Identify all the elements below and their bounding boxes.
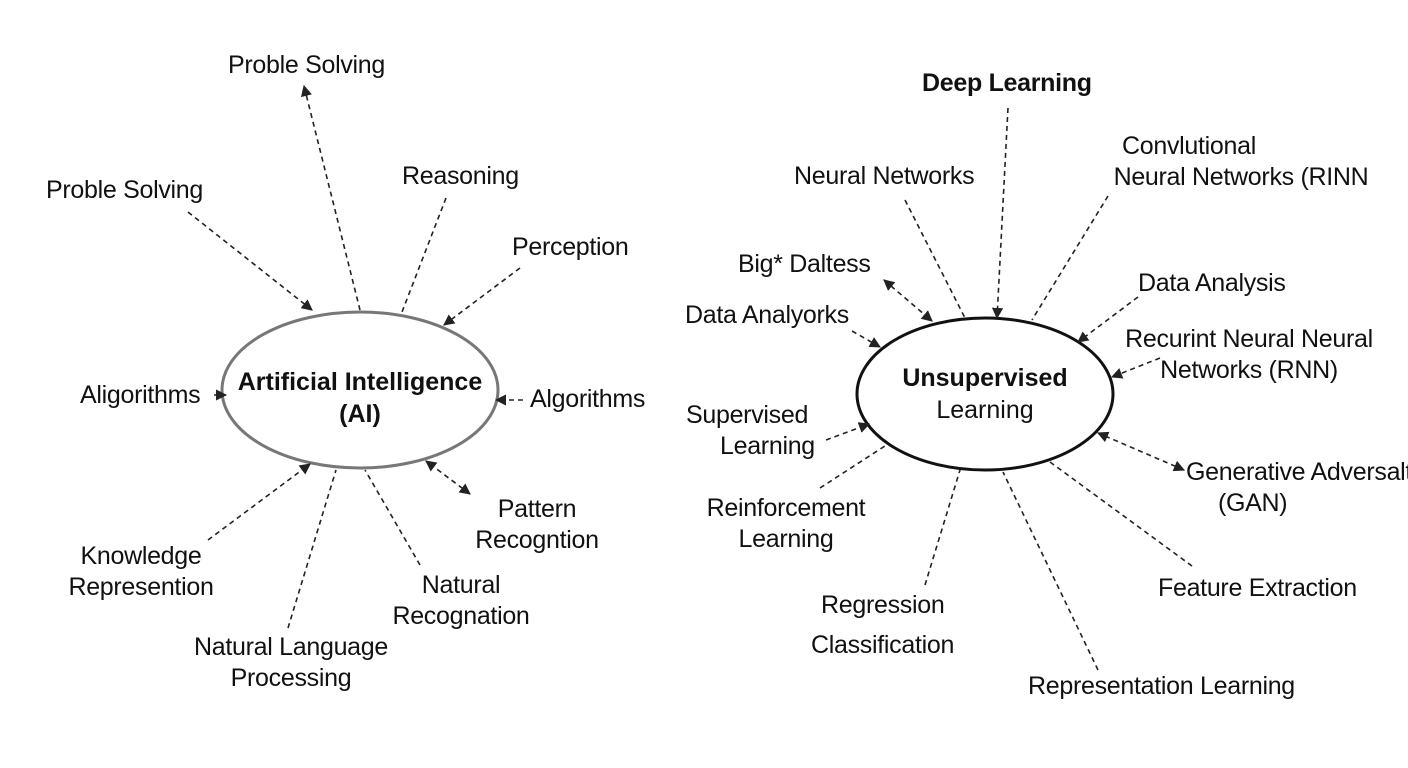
edge-natural-recog (364, 469, 421, 566)
node-classification: Classification (811, 631, 955, 659)
edge-representation (1002, 471, 1099, 671)
node-representation-learning: Representation Learning (1028, 672, 1295, 700)
node-reinforcement-learning: Reinforcement Learning (698, 493, 874, 555)
node-natural-recognation: Natural Recognation (386, 570, 536, 632)
node-knowledge-line1: Knowledge (80, 542, 202, 570)
unsupervised-center-line1: Unsupervised (902, 364, 1068, 392)
node-big-data: Big* Daltess (738, 250, 871, 278)
node-knowledge-line2: Represention (68, 573, 214, 601)
node-pattern-line2: Recogntion (475, 526, 599, 554)
node-gan-line1: Generative Adversalte (1186, 458, 1408, 486)
node-supervised-line2: Learning (720, 432, 815, 460)
node-natural-line2: Recognation (392, 602, 530, 630)
edge-neural-networks (904, 199, 966, 319)
node-pattern-line1: Pattern (497, 495, 577, 523)
node-gan: Generative Adversalte (GAN) (1186, 457, 1408, 519)
node-supervised-learning: Supervised Learning (686, 400, 832, 462)
node-perception: Perception (512, 233, 629, 261)
node-reasoning: Reasoning (402, 162, 519, 190)
edge-nlp (287, 469, 337, 629)
edge-supervised (825, 422, 871, 441)
node-gan-line2: (GAN) (1218, 489, 1288, 517)
edge-big-data (883, 279, 933, 322)
node-supervised-line1: Supervised (686, 401, 809, 429)
node-pattern-recognition: Pattern Recogntion (470, 494, 604, 556)
node-problem-solving-top: Proble Solving (228, 51, 386, 79)
node-natural-language-processing: Natural Language Processing (186, 632, 396, 694)
node-deep-learning: Deep Learning (922, 69, 1092, 97)
node-knowledge-representation: Knowledge Represention (62, 541, 220, 603)
node-feature-extraction: Feature Extraction (1158, 574, 1357, 602)
node-problem-solving-left: Proble Solving (46, 176, 204, 204)
node-algorithms-left: Aligorithms (80, 381, 201, 409)
edge-gan (1096, 431, 1186, 472)
node-nlp-line2: Processing (230, 664, 352, 692)
unsupervised-ellipse (855, 316, 1115, 472)
node-cnn: Convlutional Neural Networks (RINN (1100, 131, 1382, 193)
ai-center-line2: (AI) (339, 400, 381, 428)
edge-problem-left (187, 211, 313, 311)
edge-cnn (1031, 195, 1109, 321)
edge-pattern (425, 460, 471, 495)
edge-deep-learning (991, 107, 1009, 320)
edge-feature (1049, 461, 1193, 567)
edge-perception (443, 267, 521, 326)
node-neural-networks: Neural Networks (794, 162, 975, 190)
unsupervised-center-line2: Learning (936, 396, 1034, 424)
edge-regression (924, 469, 961, 586)
node-rnn-line1: Recurint Neural Neural (1125, 325, 1373, 353)
node-data-analysis: Data Analysis (1138, 269, 1286, 297)
node-regression: Regression (821, 591, 945, 619)
node-data-analyorks: Data Analyorks (685, 301, 849, 329)
ai-center-line1: Artificial Intelligence (237, 368, 483, 396)
node-rnn-line2: Networks (RNN) (1160, 356, 1338, 384)
edge-reasoning (401, 197, 447, 313)
edge-data-analysis (1077, 296, 1139, 343)
node-rnn: Recurint Neural Neural Networks (RNN) (1118, 324, 1380, 386)
node-cnn-line1: Convlutional (1122, 132, 1256, 160)
unsupervised-center-label: Unsupervised Learning (857, 362, 1113, 426)
ai-center-label: Artificial Intelligence (AI) (222, 366, 498, 430)
node-algorithms-right: Algorithms (530, 385, 646, 413)
edge-knowledge (207, 463, 311, 541)
edge-reinforcement (819, 443, 889, 489)
node-cnn-line2: Neural Networks (RINN (1113, 163, 1369, 191)
edge-data-analyorks (851, 330, 881, 348)
node-reinforcement-line2: Learning (738, 525, 834, 553)
node-reinforcement-line1: Reinforcement (706, 494, 866, 522)
edge-problem-top (301, 84, 361, 311)
node-natural-line1: Natural (421, 571, 501, 599)
node-nlp-line1: Natural Language (194, 633, 388, 661)
